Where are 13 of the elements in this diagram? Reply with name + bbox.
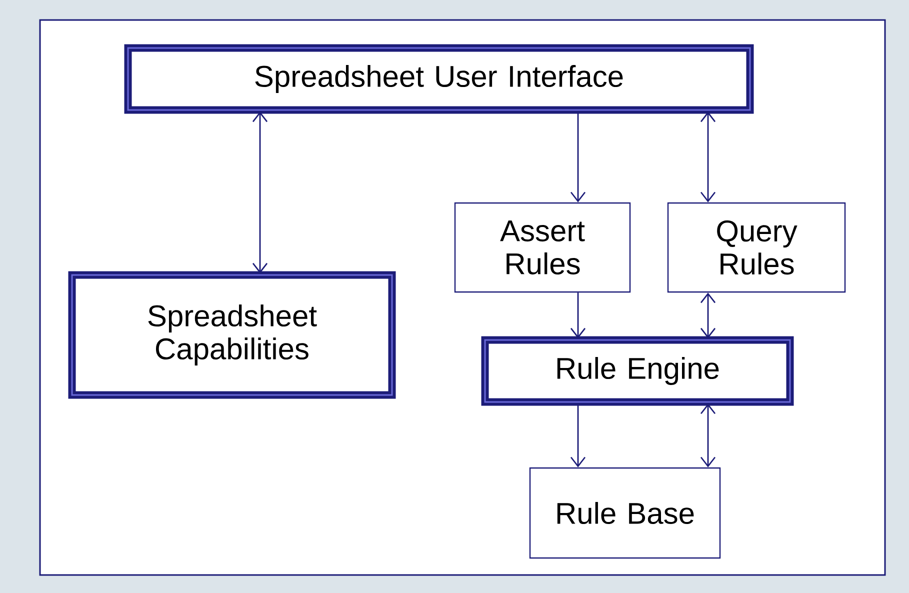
arrow <box>570 292 586 338</box>
arrow <box>700 404 716 468</box>
process-box: Spreadsheet Capabilities <box>68 271 396 399</box>
process-box: Assert Rules <box>454 202 631 293</box>
arrow <box>700 292 716 338</box>
process-box: Rule Base <box>529 467 721 559</box>
arrow <box>570 112 586 202</box>
process-box: Query Rules <box>667 202 846 293</box>
process-box: Rule Engine <box>481 336 794 406</box>
arrow <box>570 404 586 468</box>
process-box: Spreadsheet User Interface <box>124 44 754 114</box>
arrow <box>252 112 268 274</box>
arrow <box>700 112 716 202</box>
